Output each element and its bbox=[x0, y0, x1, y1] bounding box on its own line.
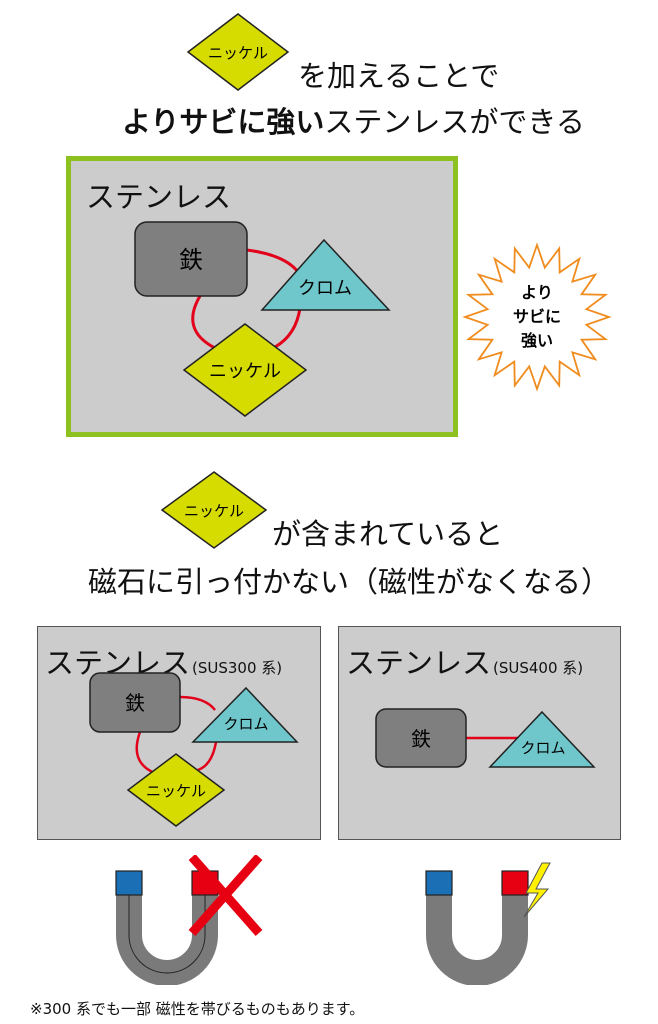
magnet-red-pole bbox=[501, 870, 529, 896]
stainless-label: ステンレス bbox=[346, 646, 492, 680]
magnet-icon bbox=[115, 855, 263, 985]
burst-line2: サビに bbox=[513, 307, 561, 326]
sus400-grade: (SUS400 系) bbox=[493, 659, 584, 677]
magnet-icon bbox=[425, 862, 551, 985]
heading1-line1: を加えることで bbox=[298, 59, 500, 93]
magnet-blue-pole bbox=[115, 870, 143, 896]
heading1-line2: よりサビに強いステンレスができる bbox=[122, 108, 585, 137]
nickel-label: ニッケル bbox=[184, 502, 244, 520]
heading1-rest: ステンレスができる bbox=[324, 105, 585, 139]
nickel-label: ニッケル bbox=[208, 44, 268, 62]
nickel-diamond-heading2: ニッケル bbox=[160, 471, 268, 549]
stainless-title-main: ステンレス bbox=[86, 180, 232, 214]
magnet-blue-pole bbox=[425, 870, 453, 896]
sus300-grade: (SUS300 系) bbox=[192, 659, 283, 677]
burst-line1: より bbox=[521, 283, 553, 302]
burst-icon: より サビに 強い bbox=[462, 242, 612, 392]
sus300-title: ステンレス(SUS300 系) bbox=[45, 640, 282, 682]
sus400-title: ステンレス(SUS400 系) bbox=[346, 640, 583, 682]
footnote: ※300 系でも一部 磁性を帯びるものもあります。 bbox=[30, 1000, 365, 1018]
stainless-label: ステンレス bbox=[45, 646, 191, 680]
heading1-bold: よりサビに強い bbox=[122, 105, 325, 139]
lightning-icon bbox=[523, 862, 551, 918]
heading2-line1: が含まれていると bbox=[272, 517, 504, 551]
nickel-diamond-heading1: ニッケル bbox=[186, 13, 290, 91]
heading2-line2: 磁石に引っ付かない（磁性がなくなる） bbox=[88, 565, 611, 599]
burst-line3: 強い bbox=[521, 331, 553, 350]
cross-icon bbox=[188, 855, 263, 936]
